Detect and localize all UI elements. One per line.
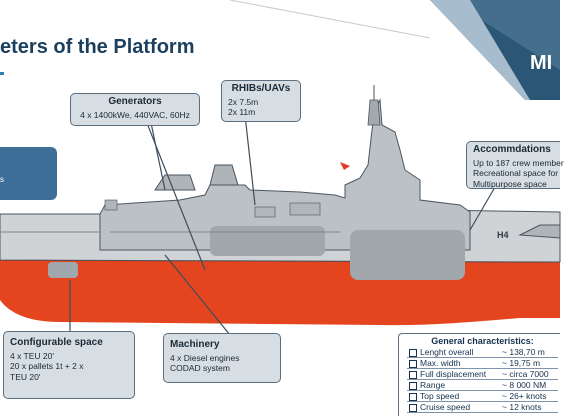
callout-machinery: Machinery 4 x Diesel engines CODAD syste… <box>163 333 281 383</box>
mast <box>367 99 381 126</box>
hull-number: H4 <box>497 230 509 240</box>
callout-rhibs-line-1: 2x 7.5m <box>228 96 259 107</box>
row-value: ~ circa 7000 <box>500 368 558 380</box>
title-underline <box>0 72 4 75</box>
brand-logo-text: MI <box>530 52 553 74</box>
checkbox-icon <box>409 370 417 379</box>
callout-rhibs-line-2: 2x 11m <box>228 107 256 117</box>
callout-machinery-title: Machinery <box>170 339 220 350</box>
callout-generators: Generators 4 x 1400kWe, 440VAC, 60Hz <box>70 93 200 126</box>
callout-configurable-line-2: 20 x pallets 1t + 2 x <box>10 361 84 371</box>
row-label: Range <box>420 380 446 390</box>
callout-configurable-line-3: TEU 20' <box>10 371 41 382</box>
hull-underwater <box>0 258 560 326</box>
table-row: Max. width ~ 19,75 m <box>407 357 558 369</box>
left-info-tab <box>0 147 57 200</box>
table-row: Lenght overall ~ 138,70 m <box>407 347 558 358</box>
checkbox-icon <box>409 392 417 401</box>
general-characteristics-panel: General characteristics: Lenght overall … <box>398 333 560 416</box>
hangar-door-left <box>210 226 325 256</box>
checkbox-icon <box>409 381 417 390</box>
general-characteristics-table: Lenght overall ~ 138,70 m Max. width ~ 1… <box>407 347 558 413</box>
funnel-1 <box>154 174 196 191</box>
row-label: Max. width <box>420 358 461 368</box>
callout-accommodations-line-1: Up to 187 crew member <box>473 157 564 168</box>
callout-generators-title: Generators <box>108 96 162 107</box>
table-row: Top speed ~ 26+ knots <box>407 390 558 402</box>
row-value: ~ 19,75 m <box>500 357 558 369</box>
checkbox-icon <box>409 348 417 357</box>
callout-accommodations-title: Accommdations <box>473 144 551 155</box>
callout-configurable-space: Configurable space 4 x TEU 20' 20 x pall… <box>3 331 135 399</box>
corner-graphic <box>430 0 560 100</box>
row-value: ~ 26+ knots <box>500 390 558 402</box>
table-row: Range ~ 8 000 NM <box>407 379 558 391</box>
callout-rhibs: RHIBs/UAVs 2x 7.5m 2x 11m <box>221 80 301 122</box>
flag-marker <box>340 162 350 170</box>
table-row: Cruise speed ~ 12 knots <box>407 401 558 413</box>
row-value: ~ 138,70 m <box>500 347 558 358</box>
row-label: Cruise speed <box>420 402 471 412</box>
row-value: ~ 8 000 NM <box>500 379 558 391</box>
callout-machinery-line-2: CODAD system <box>170 363 230 373</box>
row-label: Top speed <box>420 391 460 401</box>
page-title: eters of the Platform <box>0 36 195 58</box>
forward-gun <box>518 224 561 239</box>
checkbox-icon <box>409 359 417 368</box>
table-row: Full displacement ~ circa 7000 <box>407 368 558 380</box>
checkbox-icon <box>409 403 417 412</box>
callout-accommodations-line-2: Recreational space for <box>473 168 559 178</box>
callout-machinery-line-1: 4 x Diesel engines <box>170 352 240 363</box>
callout-configurable-line-1: 4 x TEU 20' <box>10 350 54 361</box>
callout-generators-line: 4 x 1400kWe, 440VAC, 60Hz <box>80 109 190 120</box>
callout-rhibs-title: RHIBs/UAVs <box>231 83 291 94</box>
row-label: Lenght overall <box>420 347 474 357</box>
row-label: Full displacement <box>420 369 487 379</box>
hangar-door-right <box>350 230 465 280</box>
funnel-2 <box>209 164 239 186</box>
callout-accommodations-line-3: Multipurpose space <box>473 178 547 189</box>
left-info-tab-text: s <box>0 175 4 184</box>
row-value: ~ 12 knots <box>500 401 558 413</box>
general-characteristics-title: General characteristics: <box>431 336 534 346</box>
decor-line <box>229 0 431 39</box>
mission-bay <box>48 262 78 278</box>
callout-configurable-title: Configurable space <box>10 337 103 348</box>
callout-accommodations: Accommdations Up to 187 crew member Recr… <box>466 141 564 189</box>
